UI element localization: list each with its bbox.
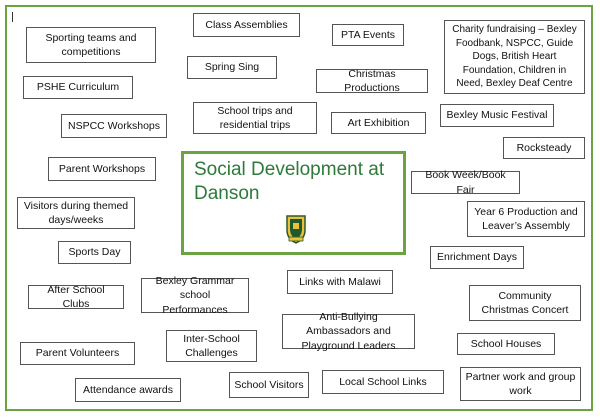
box-enrichment-days: Enrichment Days [430, 246, 524, 269]
box-anti-bullying-ambassadors: Anti-Bullying Ambassadors and Playground… [282, 311, 415, 352]
box-visitors-themed-days: Visitors during themed days/weeks [17, 197, 135, 229]
box-attendance-awards: Attendance awards [75, 378, 181, 402]
box-bexley-music-festival: Bexley Music Festival [440, 104, 554, 127]
box-school-houses: School Houses [457, 333, 555, 355]
box-sports-day: Sports Day [58, 241, 131, 264]
text-cursor-mark [12, 12, 13, 22]
box-book-week: Book Week/Book Fair [411, 169, 520, 196]
box-pta-events: PTA Events [332, 24, 404, 46]
box-bexley-grammar-performances: Bexley Grammar school Performances [141, 275, 249, 316]
box-community-christmas-concert: Community Christmas Concert [469, 285, 581, 321]
box-parent-volunteers: Parent Volunteers [20, 342, 135, 365]
box-parent-workshops: Parent Workshops [48, 157, 156, 181]
box-local-school-links: Local School Links [322, 370, 444, 394]
box-christmas-productions: Christmas Productions [316, 68, 428, 94]
box-after-school-clubs: After School Clubs [28, 284, 124, 310]
box-pshe-curriculum: PSHE Curriculum [23, 76, 133, 99]
box-school-trips: School trips and residential trips [193, 102, 317, 134]
box-school-visitors: School Visitors [229, 372, 309, 398]
box-spring-sing: Spring Sing [187, 56, 277, 79]
box-art-exhibition: Art Exhibition [331, 112, 426, 134]
box-charity-fundraising: Charity fundraising – Bexley Foodbank, N… [444, 20, 585, 94]
box-inter-school-challenges: Inter-School Challenges [166, 330, 257, 362]
school-crest-icon [286, 215, 306, 244]
box-partner-work: Partner work and group work [460, 367, 581, 401]
box-year6-production: Year 6 Production and Leaver’s Assembly [467, 201, 585, 237]
central-topic-box: Social Development at Danson [181, 151, 406, 255]
box-links-with-malawi: Links with Malawi [287, 270, 393, 294]
box-rocksteady: Rocksteady [503, 137, 585, 159]
central-topic-title: Social Development at Danson [194, 159, 385, 205]
box-nspcc-workshops: NSPCC Workshops [61, 114, 167, 138]
box-sporting-teams: Sporting teams and competitions [26, 27, 156, 63]
diagram-frame [5, 5, 593, 411]
box-class-assemblies: Class Assemblies [193, 13, 300, 37]
